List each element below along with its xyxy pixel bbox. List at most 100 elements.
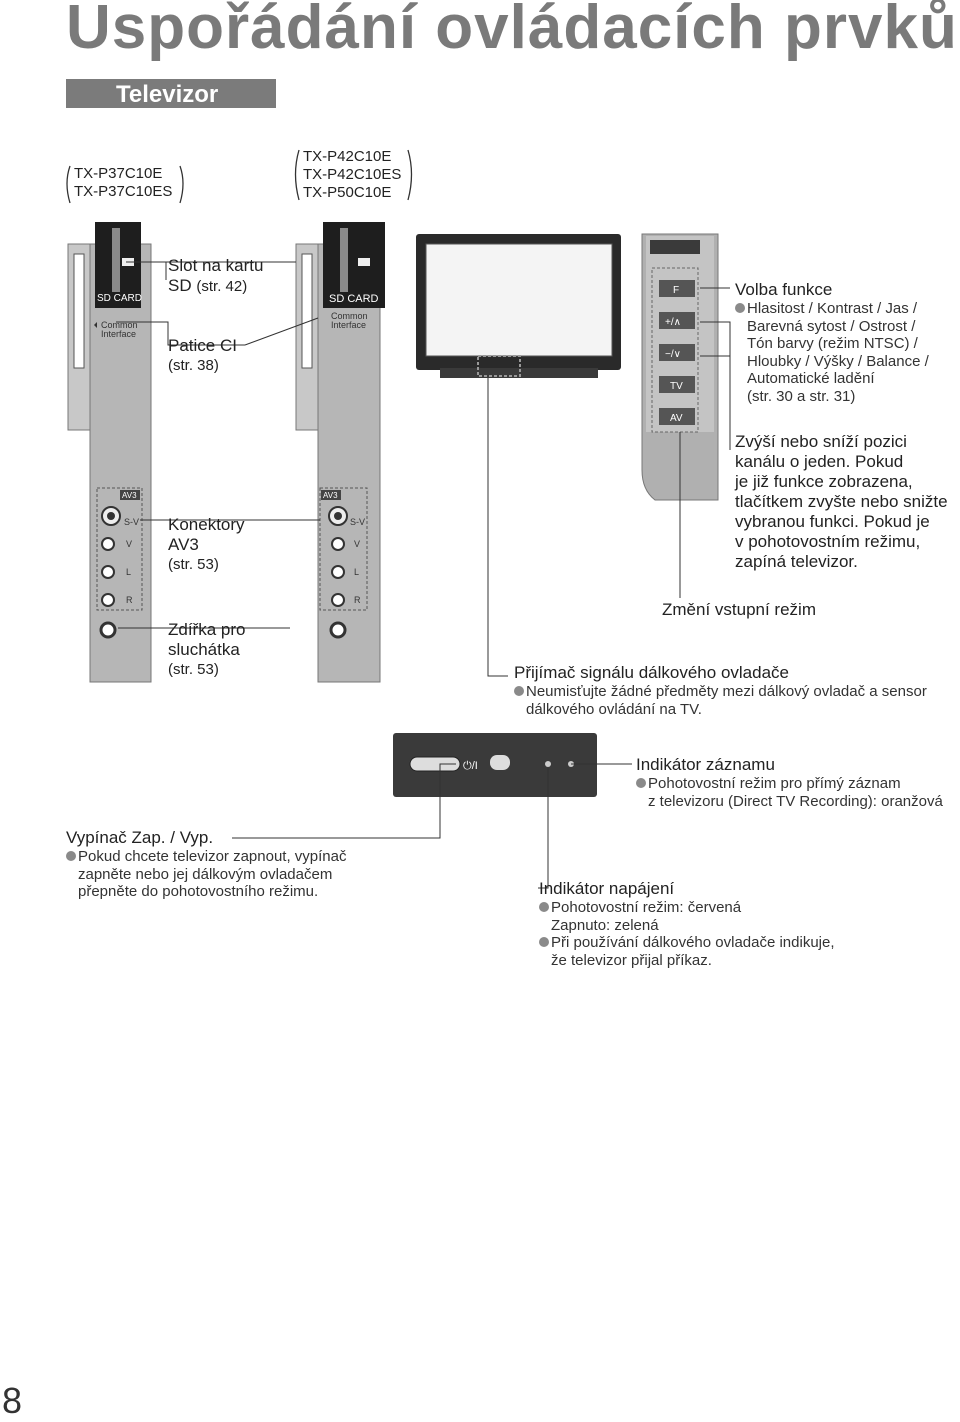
page-reference: (str. 53): [168, 661, 219, 678]
callout-line: z televizoru (Direct TV Recording): oran…: [648, 792, 943, 810]
callout-channel: Zvýší nebo sníží pozici kanálu o jeden. …: [735, 432, 948, 572]
sensor-highlight: [477, 355, 521, 377]
callout-line: Pohotovostní režim: červená: [539, 899, 835, 917]
callout-remote-sensor: Přijímač signálu dálkového ovladače Neum…: [514, 663, 927, 718]
audio-r-jack: [331, 593, 345, 607]
callout-line: sluchátka: [168, 640, 240, 659]
callout-line: Automatické ladění: [747, 370, 875, 387]
tv-button-label: TV: [670, 381, 683, 392]
callout-headphones: Zdířka pro sluchátka (str. 53): [168, 620, 245, 680]
audio-l-jack: [101, 565, 115, 579]
callout-line: kanálu o jeden. Pokud: [735, 452, 904, 471]
av-button-label: AV: [670, 413, 683, 424]
callout-power-indicator: Indikátor napájení Pohotovostní režim: č…: [539, 879, 835, 969]
callout-line: vybranou funkci. Pokud je: [735, 512, 930, 531]
channel-down-button-label: −/∨: [665, 349, 681, 360]
callout-line: Patice CI: [168, 336, 237, 355]
callout-line: Zdířka pro: [168, 620, 246, 639]
section-header: Televizor: [66, 79, 276, 108]
callout-line: že televizor přijal příkaz.: [551, 951, 712, 969]
audio-r-jack: [101, 593, 115, 607]
callout-line: zapíná televizor.: [735, 552, 858, 571]
callout-title: Indikátor napájení: [539, 879, 675, 898]
channel-up-button-label: +/∧: [665, 317, 681, 328]
f-button-label: F: [673, 285, 679, 296]
callout-line: Slot na kartu: [168, 256, 264, 275]
bracket-right-open: [294, 149, 300, 201]
page-number: 8: [2, 1380, 23, 1421]
callout-line: v pohotovostním režimu,: [735, 532, 921, 551]
callout-line: AV3: [168, 535, 199, 554]
page-title: Uspořádání ovládacích prvků: [66, 0, 958, 62]
model-name: TX-P42C10ES: [303, 166, 402, 183]
page-reference: (str. 42): [196, 278, 248, 295]
model-name: TX-P42C10E: [303, 148, 392, 165]
common-label: Common: [101, 320, 138, 330]
model-name: TX-P37C10ES: [74, 183, 173, 200]
callout-line: přepněte do pohotovostního režimu.: [78, 883, 319, 900]
callout-line: Hloubky / Výšky / Balance /: [747, 352, 929, 370]
page-reference: (str. 53): [168, 556, 219, 573]
callout-title: Přijímač signálu dálkového ovladače: [514, 663, 789, 682]
callout-line: tlačítkem zvyšte nebo snižte: [735, 492, 948, 511]
page-reference: (str. 38): [168, 357, 219, 374]
sd-card-label: SD CARD: [329, 293, 379, 305]
callout-av3: Konektory AV3 (str. 53): [168, 515, 245, 575]
callout-line: Zapnuto: zelená: [551, 916, 659, 934]
callout-line: Tón barvy (režim NTSC) /: [747, 335, 918, 352]
callout-ci-slot: Patice CI (str. 38): [168, 336, 237, 376]
callout-title: Volba funkce: [735, 280, 833, 299]
callout-line: zapněte nebo jej dálkovým ovladačem: [78, 865, 333, 883]
bottom-control-strip: ⏻/I: [393, 733, 597, 797]
sv-label: S-V: [350, 517, 365, 527]
sd-card-label: SD CARD: [97, 293, 142, 304]
bracket-right-close: [407, 149, 413, 201]
side-button-panel: F +/∧ −/∨ TV AV: [641, 233, 719, 501]
callout-line: Pohotovostní režim pro přímý záznam: [636, 775, 943, 793]
callout-input-mode: Změní vstupní režim: [662, 600, 816, 619]
video-jack: [101, 537, 115, 551]
interface-label: Interface: [331, 320, 366, 330]
bracket-left-close: [179, 165, 184, 204]
video-jack: [331, 537, 345, 551]
r-label: R: [354, 595, 361, 605]
right-side-panel: SD CARD Common Interface AV3 S-V V L R: [295, 222, 385, 683]
headphone-jack: [329, 621, 347, 639]
callout-title: Vypínač Zap. / Vyp.: [66, 828, 214, 847]
callout-line: SD: [168, 276, 192, 295]
common-label: Common: [331, 311, 368, 321]
callout-line: Pokud chcete televizor zapnout, vypínač: [66, 848, 347, 866]
callout-line: Barevná sytost / Ostrost /: [747, 317, 916, 335]
v-label: V: [354, 539, 360, 549]
leader-lines: [116, 261, 731, 889]
audio-l-jack: [331, 565, 345, 579]
l-label: L: [354, 567, 359, 577]
l-label: L: [126, 567, 131, 577]
interface-label: Interface: [101, 329, 136, 339]
callout-function-select: Volba funkce Hlasitost / Kontrast / Jas …: [735, 280, 929, 405]
model-group-left: TX-P37C10E TX-P37C10ES: [74, 165, 172, 201]
headphone-jack: [99, 621, 117, 639]
av3-label: AV3: [122, 491, 137, 500]
callout-line: Konektory: [168, 515, 245, 534]
r-label: R: [126, 595, 133, 605]
callout-power-switch: Vypínač Zap. / Vyp. Pokud chcete televiz…: [66, 828, 347, 901]
callout-title: Indikátor záznamu: [636, 755, 775, 774]
left-side-panel: SD CARD Common Interface AV3 S-V V L R: [67, 222, 152, 683]
callout-sd-slot: Slot na kartu SD (str. 42): [168, 256, 263, 297]
power-button-label: ⏻/I: [463, 760, 478, 772]
callout-rec-indicator: Indikátor záznamu Pohotovostní režim pro…: [636, 755, 943, 810]
model-name: TX-P37C10E: [74, 165, 163, 182]
v-label: V: [126, 539, 132, 549]
callout-line: Při používání dálkového ovladače indikuj…: [539, 934, 835, 952]
callout-line: dálkového ovládání na TV.: [526, 700, 702, 718]
section-title: Televizor: [116, 81, 219, 108]
sv-label: S-V: [124, 517, 139, 527]
callout-line: Hlasitost / Kontrast / Jas /: [735, 300, 929, 318]
bracket-left-open: [66, 165, 71, 204]
callout-line: je již funkce zobrazena,: [735, 472, 913, 491]
callout-line: (str. 30 a str. 31): [747, 387, 856, 405]
av3-label: AV3: [323, 491, 338, 500]
callout-line: Zvýší nebo sníží pozici: [735, 432, 907, 451]
